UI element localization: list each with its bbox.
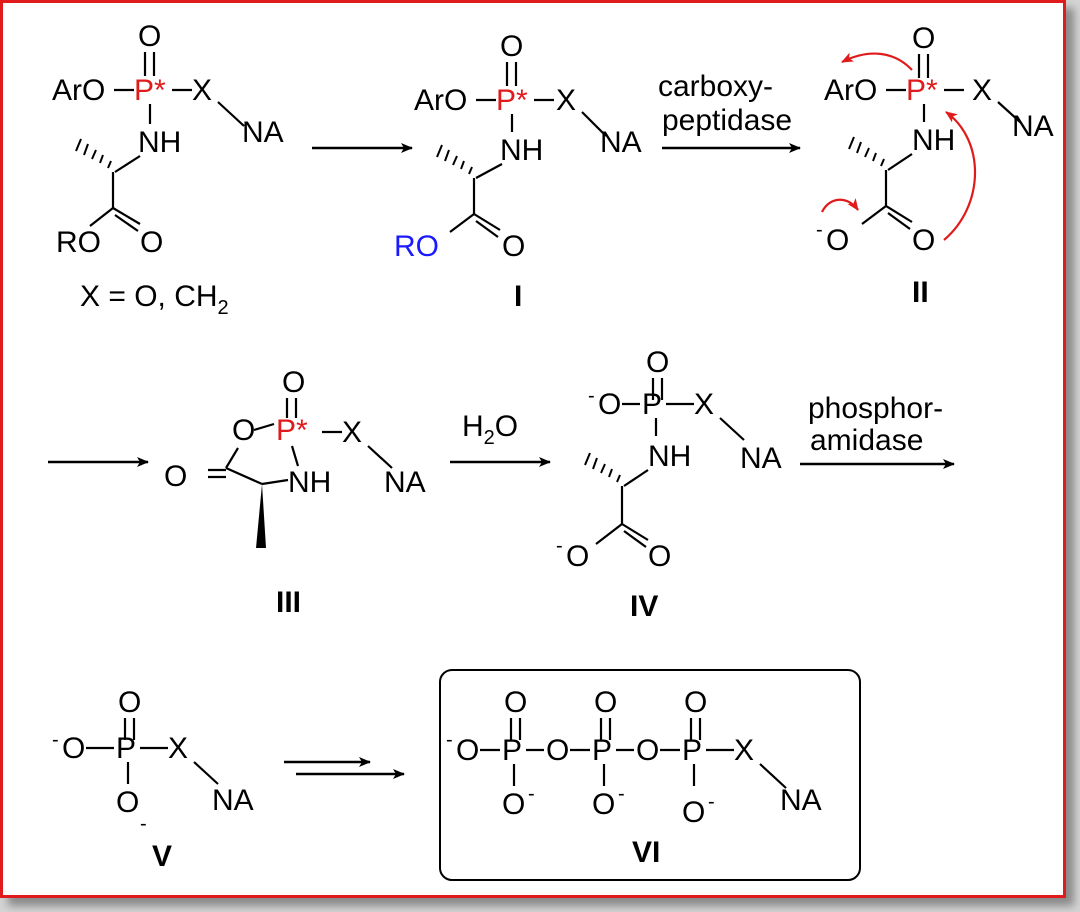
svg-text:-: -: [618, 783, 625, 805]
svg-text:O: O: [62, 732, 85, 765]
compound-II: O ArO P* X NA NH - O O II: [816, 22, 1054, 309]
svg-text:NA: NA: [212, 784, 254, 817]
multi-step-arrow: [284, 757, 405, 779]
reagent-phosphoramidase-line1: phosphor-: [808, 392, 943, 425]
svg-text:O: O: [500, 30, 523, 63]
compound-V: O - O P X NA O - V: [52, 686, 254, 873]
svg-text:O: O: [646, 346, 669, 379]
svg-text:ArO: ArO: [414, 84, 467, 117]
label-II: II: [912, 276, 929, 309]
svg-text:O: O: [636, 734, 659, 767]
svg-text:NA: NA: [600, 126, 642, 159]
svg-text:P*: P*: [496, 84, 528, 117]
compound-III: O O P* X NA NH O III: [164, 366, 426, 619]
svg-text:P: P: [642, 388, 662, 421]
svg-text:P*: P*: [906, 74, 938, 107]
ester-ro-highlight: RO: [394, 230, 439, 263]
svg-text:-: -: [588, 385, 595, 407]
svg-text:NA: NA: [384, 466, 426, 499]
svg-text:NH: NH: [500, 134, 543, 167]
svg-text:O: O: [118, 686, 141, 719]
svg-text:-: -: [446, 729, 453, 751]
label-III: III: [276, 586, 301, 619]
reagent-carboxypeptidase-line2: peptidase: [662, 104, 792, 137]
svg-text:O: O: [912, 224, 935, 257]
reagent-carboxypeptidase-line1: carboxy-: [658, 70, 773, 103]
svg-text:X: X: [168, 732, 188, 765]
x-definition: X = O, CH2: [80, 280, 229, 319]
svg-text:O: O: [594, 686, 617, 719]
svg-text:-: -: [816, 219, 823, 241]
svg-text:RO: RO: [56, 226, 101, 259]
svg-text:P: P: [682, 734, 702, 767]
svg-text:O: O: [566, 540, 589, 573]
svg-text:X: X: [556, 84, 576, 117]
svg-text:O: O: [138, 20, 161, 53]
phosphoramidase-step: phosphor- amidase: [800, 392, 955, 469]
svg-text:ArO: ArO: [824, 74, 877, 107]
svg-text:O: O: [912, 22, 935, 55]
svg-text:O: O: [592, 788, 615, 821]
label-VI: VI: [632, 836, 660, 869]
svg-text:O: O: [232, 414, 255, 447]
svg-text:X: X: [972, 74, 992, 107]
svg-text:-: -: [140, 813, 147, 835]
svg-text:P*: P*: [134, 74, 166, 107]
svg-text:O: O: [502, 230, 525, 263]
svg-text:-: -: [528, 783, 535, 805]
svg-text:O: O: [826, 224, 849, 257]
svg-text:O: O: [140, 226, 163, 259]
compound-prodrug: O ArO P* X NA NH RO O X = O, CH2: [52, 20, 284, 319]
svg-text:O: O: [116, 786, 139, 819]
svg-text:NH: NH: [138, 126, 181, 159]
svg-text:O: O: [684, 686, 707, 719]
reagent-water: H2O: [462, 410, 518, 449]
svg-text:-: -: [52, 729, 59, 751]
svg-text:NA: NA: [1012, 110, 1054, 143]
svg-text:NA: NA: [740, 442, 782, 475]
svg-text:X: X: [694, 388, 714, 421]
compound-I: O ArO P* X NA NH RO O I: [394, 30, 642, 313]
svg-text:O: O: [164, 460, 187, 493]
label-IV: IV: [630, 590, 658, 623]
svg-text:O: O: [546, 734, 569, 767]
svg-text:O: O: [648, 540, 671, 573]
compound-VI: - O P O P O P X NA O O O O - O - O - VI: [439, 669, 861, 881]
svg-text:-: -: [556, 535, 563, 557]
svg-text:O: O: [282, 366, 305, 399]
hydrolysis-step: H2O: [450, 410, 551, 467]
label-I: I: [514, 280, 522, 313]
label-V: V: [152, 840, 172, 873]
svg-text:P: P: [502, 734, 522, 767]
svg-text:ArO: ArO: [52, 74, 105, 107]
svg-text:-: -: [708, 791, 715, 813]
svg-text:NH: NH: [288, 466, 331, 499]
svg-text:NH: NH: [648, 440, 691, 473]
svg-text:NH: NH: [912, 124, 955, 157]
svg-text:X: X: [734, 734, 754, 767]
carboxypeptidase-step: carboxy- peptidase: [658, 70, 801, 153]
svg-text:P: P: [116, 732, 136, 765]
svg-text:O: O: [502, 788, 525, 821]
svg-text:O: O: [682, 796, 705, 829]
svg-text:NA: NA: [780, 784, 822, 817]
svg-text:P: P: [592, 734, 612, 767]
svg-text:NA: NA: [242, 116, 284, 149]
compound-IV: O - O P X NA NH - O O IV: [556, 346, 782, 623]
reagent-phosphoramidase-line2: amidase: [810, 424, 923, 457]
svg-text:O: O: [504, 686, 527, 719]
svg-text:X: X: [342, 416, 362, 449]
svg-text:X: X: [192, 74, 212, 107]
diagram-frame: [0, 0, 1066, 898]
svg-text:P*: P*: [276, 414, 308, 447]
svg-text:O: O: [598, 388, 621, 421]
svg-text:O: O: [456, 734, 479, 767]
